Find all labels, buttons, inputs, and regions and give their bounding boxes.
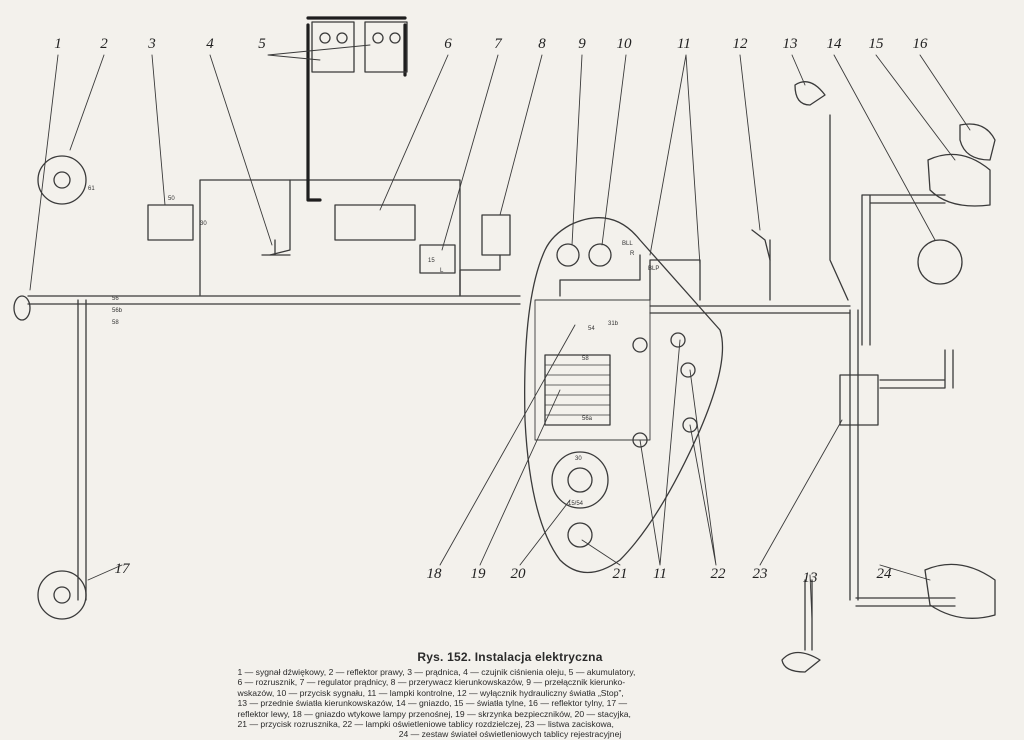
callout-number: 13 bbox=[803, 570, 818, 586]
rear-reflector bbox=[959, 123, 996, 161]
wire-label: 58 bbox=[112, 320, 119, 326]
caption-legend-line: 24 — zestaw świateł oświetleniowych tabl… bbox=[398, 729, 622, 740]
callout-number: 12 bbox=[733, 36, 749, 52]
wire-label: 56 bbox=[112, 296, 119, 302]
callout-number: 13 bbox=[783, 36, 798, 52]
dashboard-outline bbox=[524, 217, 724, 573]
right-branch-2 bbox=[879, 349, 954, 389]
callout-number: 4 bbox=[206, 36, 214, 52]
wire-label: 56b bbox=[112, 308, 123, 314]
regulator bbox=[419, 244, 456, 274]
stop-switch bbox=[751, 229, 771, 261]
flasher bbox=[481, 214, 511, 256]
wire-label: 58 bbox=[582, 356, 589, 362]
wire-label: 15/54 bbox=[568, 501, 584, 507]
horn bbox=[13, 295, 31, 321]
indicator-front-bottom bbox=[781, 651, 821, 673]
socket bbox=[917, 239, 963, 285]
wire-label: 50 bbox=[168, 196, 175, 202]
main-harness bbox=[27, 295, 521, 305]
wire-label: 30 bbox=[200, 221, 207, 227]
wire-label: R bbox=[630, 251, 635, 257]
plate-lights bbox=[924, 563, 996, 619]
callout-number: 15 bbox=[869, 36, 885, 52]
wire-label: BLP bbox=[648, 266, 659, 272]
callout-number: 22 bbox=[711, 566, 727, 582]
bottom-right-branch bbox=[855, 597, 956, 607]
wire-label: 31b bbox=[608, 321, 619, 327]
callout-number: 5 bbox=[258, 36, 266, 52]
generator bbox=[147, 204, 194, 241]
callout-number: 16 bbox=[913, 36, 929, 52]
callout-number: 24 bbox=[877, 566, 893, 582]
callout-number: 11 bbox=[677, 36, 691, 52]
starter-feed bbox=[269, 179, 291, 256]
callout-number: 1 bbox=[54, 36, 62, 52]
right-headlamp bbox=[37, 155, 87, 205]
wire-label: BLL bbox=[622, 241, 633, 247]
caption-legend-line: reflektor lewy, 18 — gniazdo wtykowe lam… bbox=[237, 708, 631, 719]
battery-right bbox=[364, 21, 408, 73]
terminal-strip bbox=[839, 374, 879, 426]
callout-number: 9 bbox=[578, 36, 586, 52]
callout-number: 20 bbox=[511, 566, 527, 582]
left-vertical-harness bbox=[77, 299, 87, 601]
right-trunk bbox=[849, 309, 859, 601]
caption-legend-line: 1 — sygnał dźwiękowy, 2 — reflektor praw… bbox=[237, 667, 636, 677]
caption-legend-line: 6 — rozrusznik, 7 — regulator prądnicy, … bbox=[237, 677, 626, 688]
indicator-front-top bbox=[794, 81, 826, 106]
figure-caption: Rys. 152. Instalacja elektryczna 1 — syg… bbox=[220, 650, 800, 740]
wire-label: L bbox=[440, 268, 444, 274]
fuse-box bbox=[544, 354, 611, 426]
callout-number: 2 bbox=[100, 36, 108, 52]
wire-label: 54 bbox=[588, 326, 595, 332]
caption-legend-line: 21 — przycisk rozrusznika, 22 — lampki o… bbox=[237, 719, 614, 730]
rear-lights bbox=[927, 153, 991, 207]
wire-label: 30 bbox=[575, 456, 582, 462]
callout-number: 3 bbox=[147, 36, 156, 52]
callout-number: 7 bbox=[494, 36, 503, 52]
callout-number: 6 bbox=[444, 36, 452, 52]
callout-number: 8 bbox=[538, 36, 546, 52]
callout-number: 19 bbox=[471, 566, 487, 582]
callout-number: 23 bbox=[753, 566, 768, 582]
callout-number: 11 bbox=[653, 566, 667, 582]
callout-number: 21 bbox=[613, 566, 628, 582]
top-wire bbox=[199, 179, 461, 296]
caption-legend-line: wskazów, 10 — przycisk sygnału, 11 — lam… bbox=[237, 687, 624, 698]
caption-legend-line: 13 — przednie światła kierunkowskazów, 1… bbox=[237, 698, 628, 709]
callout-number: 18 bbox=[427, 566, 443, 582]
oil-sensor bbox=[261, 239, 291, 256]
wire-label: 15 bbox=[428, 258, 435, 264]
left-headlamp bbox=[37, 570, 87, 620]
upper-right-branch bbox=[829, 114, 849, 301]
right-branch bbox=[861, 194, 946, 346]
starter-motor bbox=[334, 204, 416, 241]
wire-label: 56a bbox=[582, 416, 593, 422]
wire-label: 61 bbox=[88, 186, 95, 192]
starter-button bbox=[567, 522, 593, 548]
battery-cable bbox=[306, 23, 407, 202]
main-harness-right bbox=[649, 305, 851, 314]
callout-number: 17 bbox=[115, 561, 132, 577]
ignition-switch bbox=[551, 451, 609, 509]
caption-title: Rys. 152. Instalacja elektryczna bbox=[417, 650, 603, 664]
callout-number: 14 bbox=[827, 36, 843, 52]
switch-block bbox=[534, 299, 651, 441]
caption-legend: 1 — sygnał dźwiękowy, 2 — reflektor praw… bbox=[238, 667, 783, 740]
callout-number: 10 bbox=[617, 36, 633, 52]
